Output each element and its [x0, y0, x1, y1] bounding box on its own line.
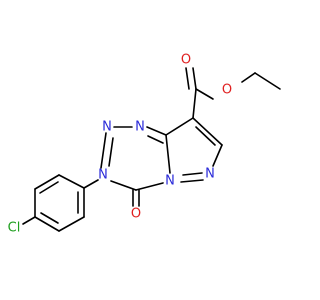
bond-n6-n5 [180, 179, 204, 183]
bond-ch2-oether [241, 72, 256, 83]
bond-c4-n5 [135, 182, 164, 191]
molecule-structure: N N N N N O O O Cl [8, 53, 281, 236]
bond-ar4-cl [22, 216, 36, 225]
bond-ar1-ar2 [58, 174, 85, 189]
bond-c8-c7-inner [195, 126, 216, 146]
atom-o-ketone: O [131, 207, 141, 222]
bond-ar2-ar3-inner [39, 181, 59, 194]
bond-ar5-ar6 [58, 216, 85, 232]
bond-ar2-ar3 [34, 174, 60, 190]
bond-c8-c7 [192, 117, 223, 146]
bond-n6-n5-inner [182, 172, 203, 176]
bond-ccarbonyl-ocarbonyl-a [192, 67, 197, 90]
atom-n2: N [102, 120, 112, 135]
atom-labels: N N N N N O O O Cl [8, 53, 232, 236]
bond-ar4-ar5-inner [40, 212, 59, 224]
bond-ccarbonyl-ocarbonyl-b [185, 67, 190, 90]
atom-o-carbonyl: O [181, 53, 191, 68]
bond-oether-ccarbonyl [195, 88, 214, 100]
bond-n2-n3-inner [108, 137, 114, 167]
bond-ch3-ch2 [254, 72, 281, 90]
atom-cl: Cl [8, 221, 21, 236]
bond-n2-n3 [100, 132, 107, 169]
atom-n5: N [165, 174, 175, 189]
bond-ccarbonyl-c8 [192, 88, 197, 119]
bond-c8a-c8 [165, 117, 194, 136]
bond-n3-aryl [83, 179, 99, 189]
bond-ar4-ar5 [34, 216, 60, 232]
bond-c8a-n1 [146, 126, 167, 136]
bond-n5-c8a [165, 134, 171, 174]
atom-n1: N [135, 120, 145, 135]
atom-n6: N [205, 167, 215, 182]
atom-o-ether: O [222, 83, 232, 98]
bond-c7-n6 [212, 144, 223, 167]
bond-n3-c4 [110, 180, 137, 191]
atom-n3: N [98, 168, 108, 183]
bond-c8a-n1-inner [147, 135, 164, 144]
bonds [22, 67, 281, 232]
